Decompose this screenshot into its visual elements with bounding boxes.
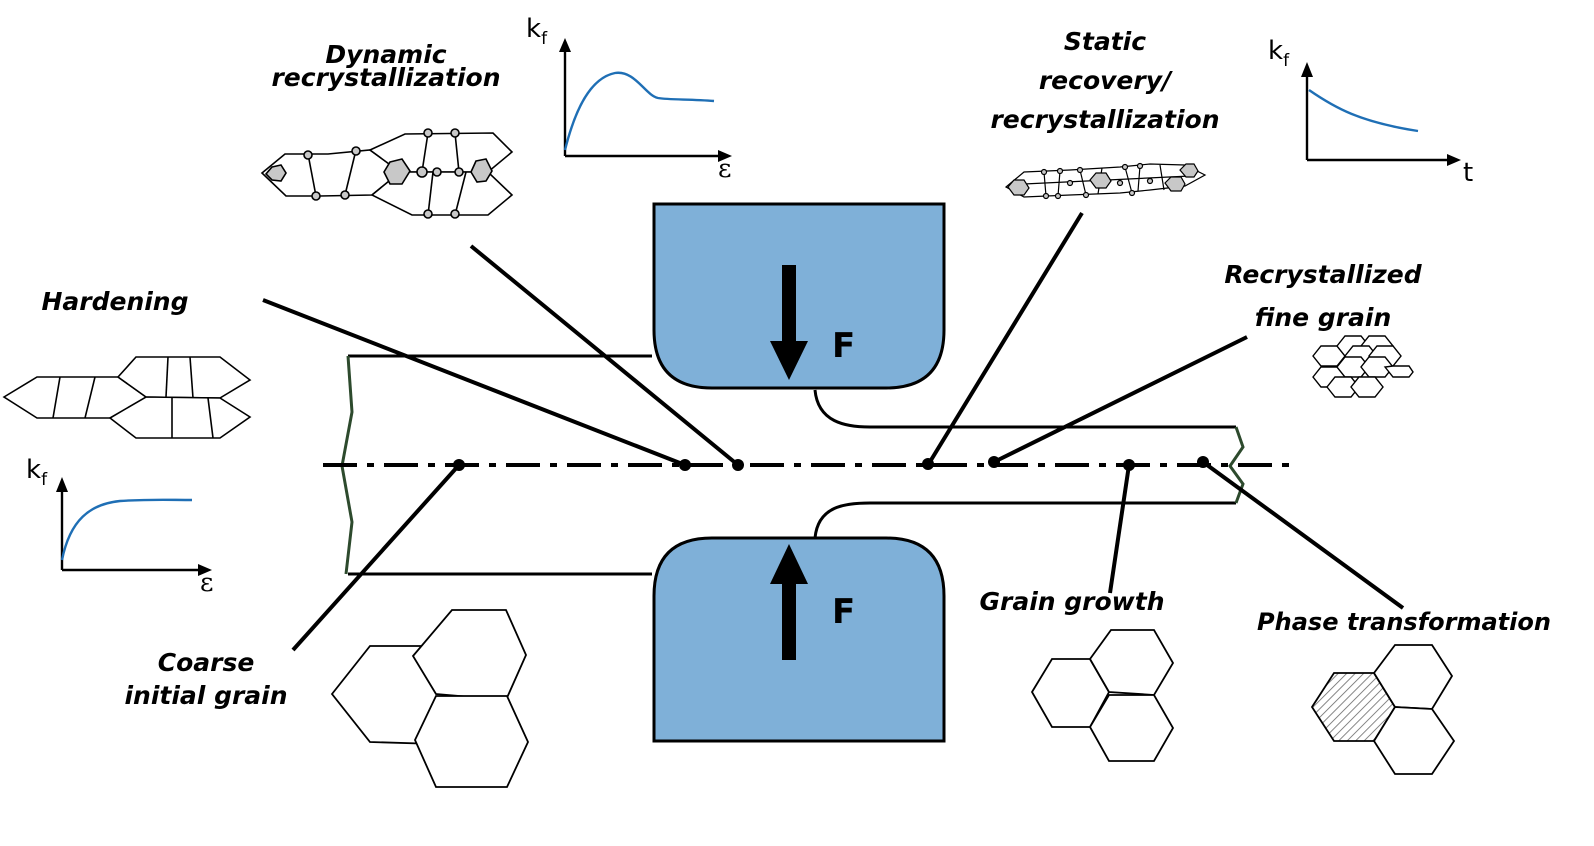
axis-k: k — [526, 14, 542, 44]
workpiece-bottom-contour — [813, 501, 1236, 539]
force-arrow-down — [770, 265, 808, 380]
axis-strain-dynamic: ε — [718, 154, 732, 184]
label-coarse-line2: initial grain — [124, 681, 288, 710]
softening-curve — [1308, 89, 1419, 133]
axis-kf-static: kf — [1268, 36, 1289, 71]
label-hardening: Hardening — [41, 287, 189, 316]
lower-roll — [652, 536, 946, 743]
hardening-curve — [60, 498, 193, 561]
axis-strain-hardening: ε — [200, 568, 214, 598]
axis-time-static: t — [1463, 158, 1474, 188]
label-dynamic-recrystallization: Dynamic recrystallization — [268, 38, 504, 94]
force-arrow-up — [770, 544, 808, 660]
axis-k: k — [1268, 36, 1284, 66]
label-static-recovery: Static recovery/ recrystallization — [990, 25, 1220, 136]
dynamic-recrystallization-grains-icon — [260, 128, 514, 219]
label-static-line2: recovery/ — [1038, 66, 1172, 95]
force-label-upper: F — [832, 326, 856, 366]
flow-curve — [563, 71, 715, 151]
label-static-line3: recrystallization — [990, 105, 1220, 134]
force-label-lower: F — [832, 592, 856, 632]
fine-grain-icon — [1312, 335, 1414, 398]
phase-transformation-icon — [1310, 644, 1456, 775]
upper-roll — [652, 202, 946, 390]
hardening-grains-icon — [2, 356, 252, 439]
label-grain-growth: Grain growth — [979, 587, 1165, 616]
plot-static-recovery — [1301, 62, 1461, 166]
grain-growth-icon — [1030, 629, 1175, 762]
axis-f: f — [541, 29, 548, 49]
label-dynamic-line1: Dynamic — [325, 40, 447, 69]
label-recrystallized-fine-grain: Recrystallized fine grain — [1216, 258, 1430, 334]
plot-hardening — [56, 477, 212, 576]
plot-dynamic-recrystallization — [559, 38, 732, 162]
coarse-grain-icon — [330, 609, 529, 788]
label-coarse-initial-grain: Coarse initial grain — [120, 646, 292, 712]
label-dynamic-line2: recrystallization — [271, 63, 501, 92]
label-fine-line1: Recrystallized — [1224, 260, 1422, 289]
axis-k: k — [26, 455, 42, 485]
axis-f: f — [1283, 51, 1290, 71]
axis-kf-hardening: kf — [26, 455, 47, 490]
process-points — [453, 456, 1209, 471]
workpiece-top-contour — [813, 389, 1236, 429]
axis-f: f — [41, 470, 48, 490]
label-fine-line2: fine grain — [1254, 303, 1392, 332]
static-recovery-grains-icon — [1004, 162, 1207, 200]
leader-lines — [262, 211, 1405, 652]
label-coarse-line1: Coarse — [157, 648, 255, 677]
axis-kf-dynamic: kf — [526, 14, 547, 49]
label-phase-transformation: Phase transformation — [1257, 608, 1551, 636]
label-static-line1: Static — [1063, 27, 1147, 56]
